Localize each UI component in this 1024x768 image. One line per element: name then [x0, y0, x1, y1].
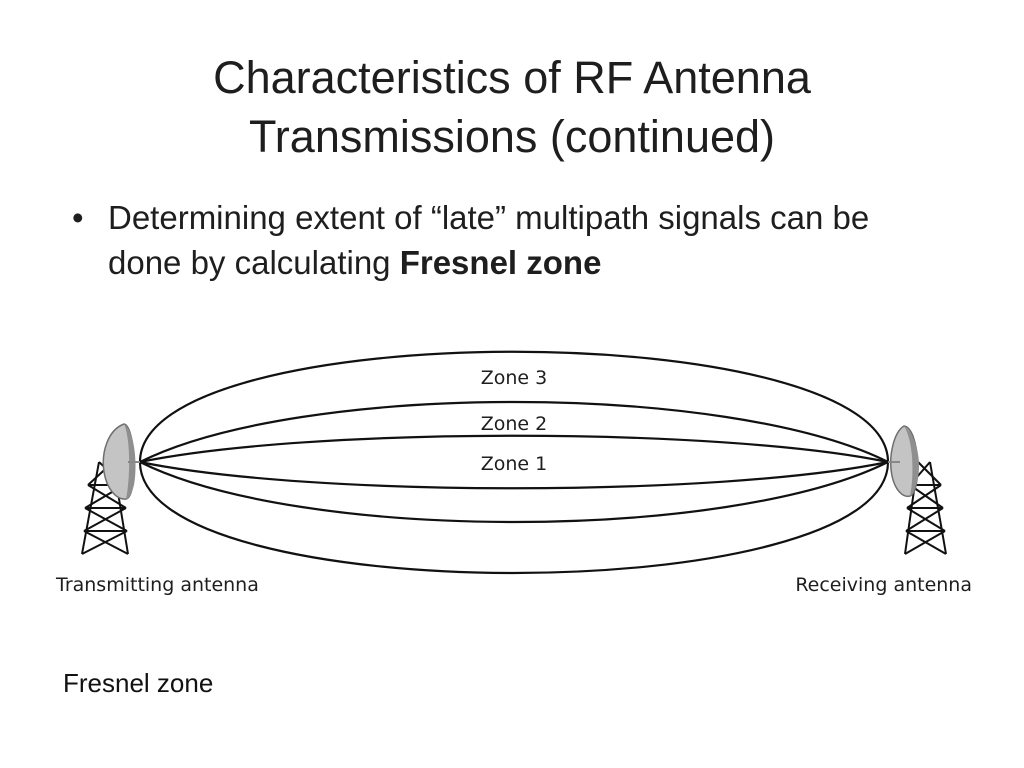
receiving-antenna-label: Receiving antenna: [795, 574, 972, 596]
title-line-1: Characteristics of RF Antenna: [213, 52, 811, 103]
transmit-dish-icon: [102, 423, 140, 500]
bullet-text-plain: Determining extent of “late” multipath s…: [108, 199, 870, 281]
zone-1-label: Zone 1: [481, 453, 548, 475]
bullet-marker: •: [72, 199, 84, 236]
zone-2-label: Zone 2: [481, 413, 548, 435]
bullet-bold-term: Fresnel zone: [399, 244, 602, 281]
title-line-2: Transmissions (continued): [248, 111, 776, 162]
bullet-text: Determining extent of “late” multipath s…: [108, 195, 938, 285]
receive-dish-icon: [888, 425, 920, 498]
slide-title: Characteristics of RF Antenna Transmissi…: [0, 48, 1024, 166]
transmitting-antenna-label: Transmitting antenna: [55, 574, 259, 596]
transmit-tower-icon: [81, 461, 129, 555]
figure-caption: Fresnel zone: [63, 668, 214, 698]
zone-3-label: Zone 3: [481, 367, 548, 389]
